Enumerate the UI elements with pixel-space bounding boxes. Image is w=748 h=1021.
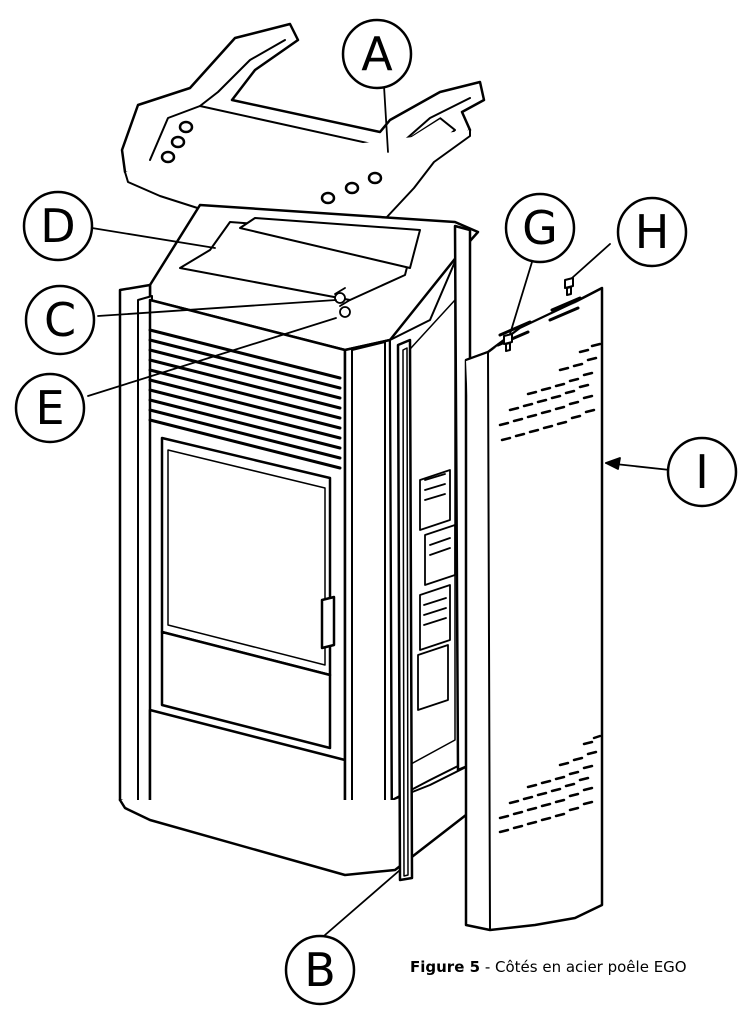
svg-text:A: A — [361, 27, 393, 81]
svg-text:C: C — [44, 293, 76, 347]
figure-caption-text: - Côtés en acier poêle EGO — [480, 958, 687, 976]
leader-d — [91, 227, 216, 249]
figure-caption: Figure 5 - Côtés en acier poêle EGO — [410, 958, 687, 976]
top-cover-part — [120, 22, 486, 239]
callout-a: A — [341, 18, 413, 90]
leader-i-arrow — [605, 457, 621, 470]
callout-h: H — [616, 196, 688, 268]
svg-text:B: B — [304, 943, 336, 997]
callout-e: E — [14, 372, 86, 444]
center-strip-part — [396, 338, 414, 882]
leader-h — [571, 243, 611, 279]
svg-text:E: E — [35, 381, 64, 435]
leader-b — [324, 869, 401, 936]
stove-body — [118, 203, 480, 877]
figure-label: Figure 5 — [410, 958, 481, 976]
leader-g — [509, 261, 533, 335]
callout-i: I — [666, 436, 738, 508]
callout-c: C — [24, 284, 96, 356]
svg-text:D: D — [40, 199, 75, 253]
callout-g: G — [504, 192, 576, 264]
side-panel-part — [464, 286, 604, 932]
leader-lines — [87, 85, 671, 936]
screw-g-part — [503, 333, 513, 352]
svg-text:I: I — [695, 445, 709, 499]
svg-text:H: H — [635, 205, 670, 259]
screw-h-part — [564, 277, 574, 296]
callout-d: D — [22, 190, 94, 262]
callout-b: B — [284, 934, 356, 1006]
leader-a — [383, 85, 389, 153]
svg-text:G: G — [522, 201, 558, 255]
leader-e — [87, 317, 337, 397]
leader-c — [97, 299, 337, 317]
